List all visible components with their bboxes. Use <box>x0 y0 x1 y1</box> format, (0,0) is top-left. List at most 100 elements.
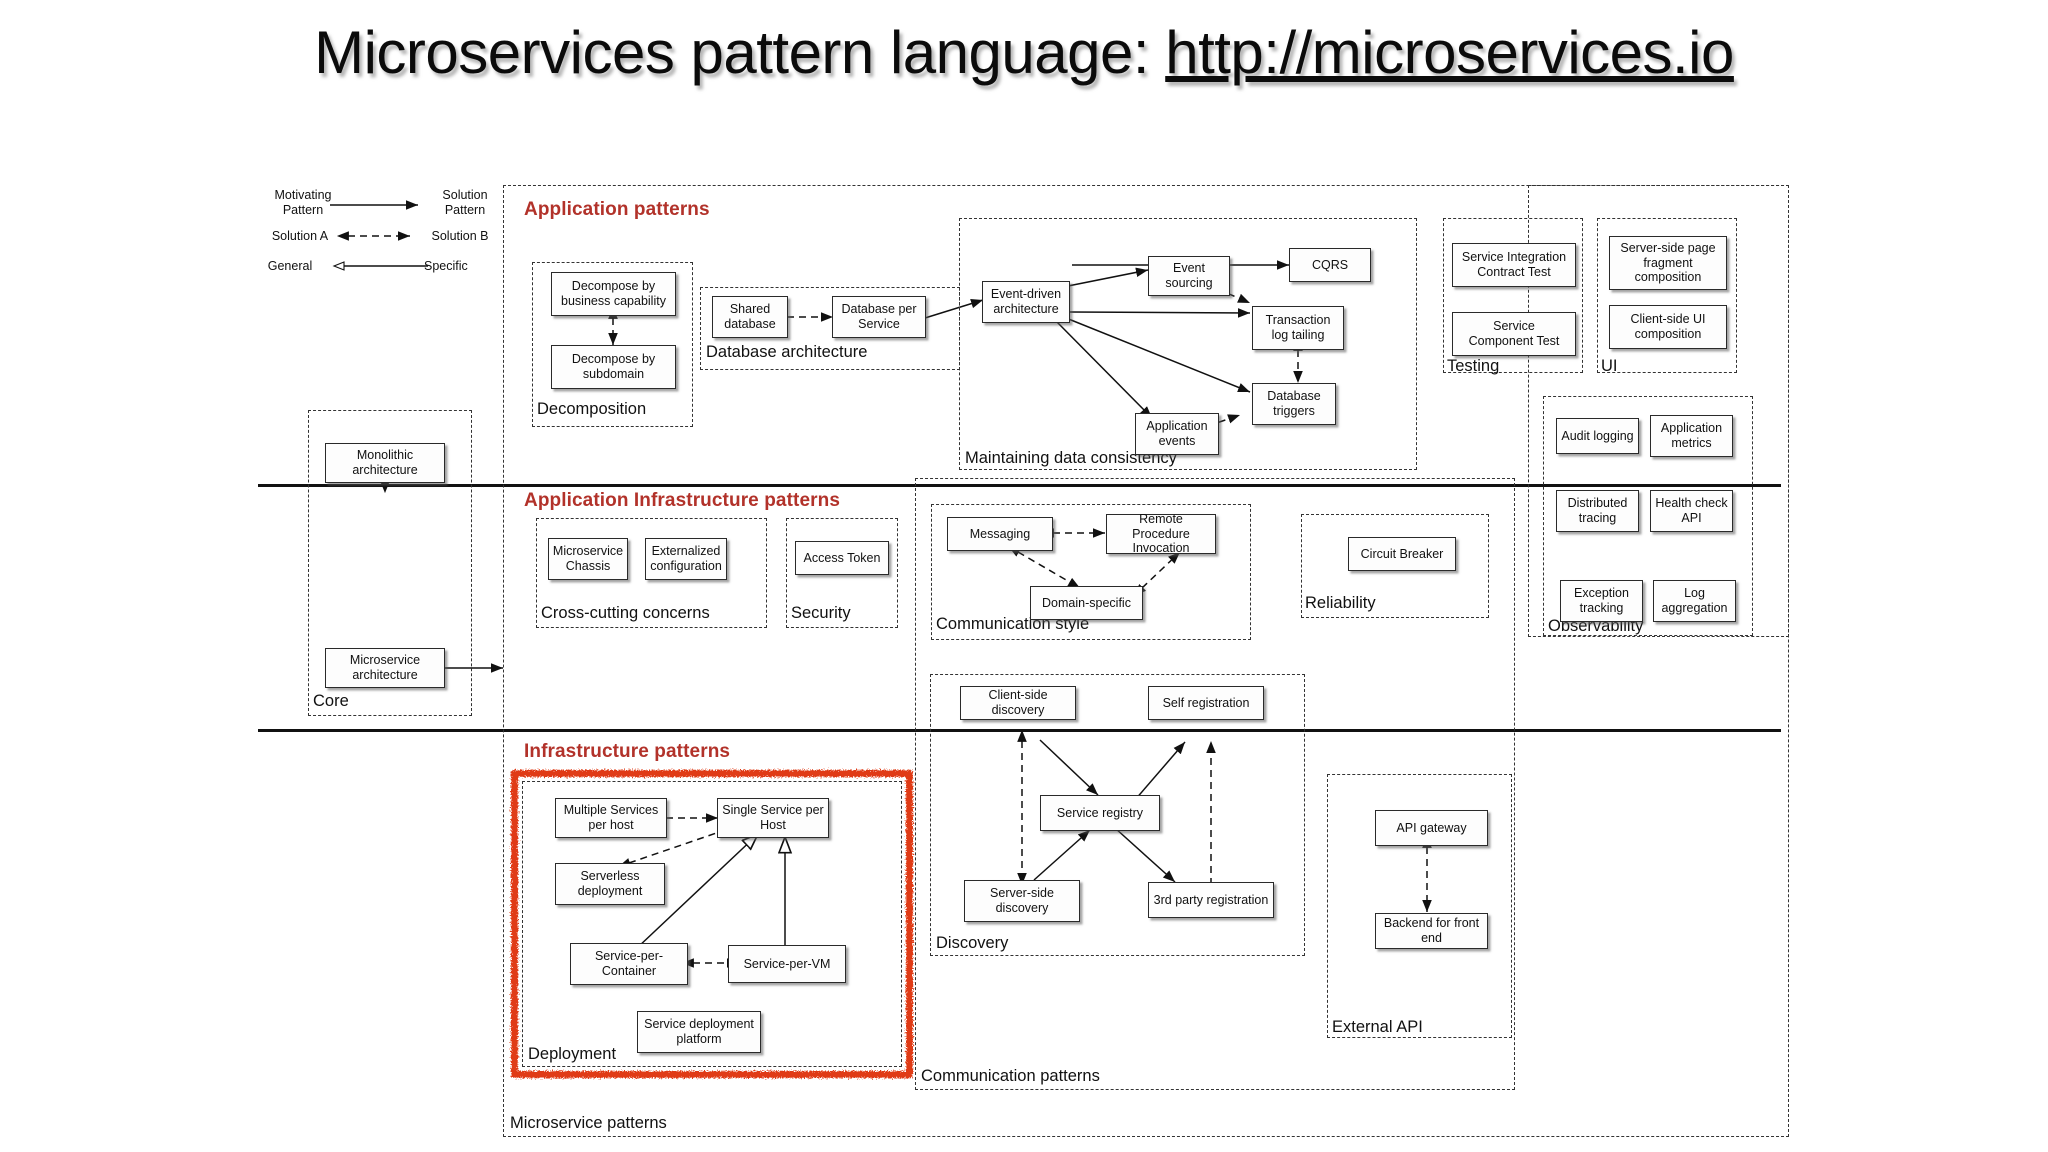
node-label: Serverless deployment <box>577 869 643 898</box>
node-label: Service Component Test <box>1468 319 1560 348</box>
node-circuit-breaker[interactable]: Circuit Breaker <box>1348 537 1456 571</box>
node-label: Client-side UI composition <box>1630 312 1706 341</box>
node-health-check-api[interactable]: Health check API <box>1650 490 1733 532</box>
section-title-application-infrastructure-patterns: Application Infrastructure patterns <box>524 490 840 511</box>
node-server-side-page-fragment-composition[interactable]: Server-side page fragment composition <box>1609 236 1727 290</box>
node-label: Service deployment platform <box>644 1017 754 1046</box>
node-log-aggregation[interactable]: Log aggregation <box>1653 580 1736 622</box>
node-access-token[interactable]: Access Token <box>795 541 889 575</box>
legend-general: General <box>267 259 313 273</box>
node-label: 3rd party registration <box>1153 892 1269 907</box>
node-label: Multiple Services per host <box>563 803 659 832</box>
node-label: Application events <box>1146 419 1208 448</box>
node-label: Microservice Chassis <box>552 544 624 573</box>
group-security <box>786 518 898 628</box>
node-label: Database per Service <box>841 302 917 331</box>
node-3rd-party-registration[interactable]: 3rd party registration <box>1148 882 1274 918</box>
group-reliability <box>1301 514 1489 618</box>
node-label: Distributed tracing <box>1567 496 1628 525</box>
group-label-reliability: Reliability <box>1305 594 1376 612</box>
group-label-cross-cutting-concerns: Cross-cutting concerns <box>541 604 710 622</box>
node-domain-specific[interactable]: Domain-specific <box>1030 586 1143 620</box>
node-label: Event sourcing <box>1165 261 1213 290</box>
node-shared-database[interactable]: Shared database <box>712 296 788 338</box>
node-service-component-test[interactable]: Service Component Test <box>1452 312 1576 356</box>
legend-solution-b: Solution B <box>431 229 489 243</box>
node-label: Circuit Breaker <box>1360 546 1444 561</box>
node-service-integration-contract-test[interactable]: Service Integration Contract Test <box>1452 243 1576 287</box>
node-database-per-service[interactable]: Database per Service <box>832 296 926 338</box>
group-maintaining-data-consistency <box>959 218 1417 470</box>
node-cqrs[interactable]: CQRS <box>1289 248 1371 282</box>
node-label: Transaction log tailing <box>1265 313 1331 342</box>
node-multiple-services-per-host[interactable]: Multiple Services per host <box>555 798 667 838</box>
node-remote-procedure-invocation[interactable]: Remote Procedure Invocation <box>1106 511 1216 556</box>
node-audit-logging[interactable]: Audit logging <box>1556 418 1639 454</box>
node-service-registry[interactable]: Service registry <box>1040 795 1160 831</box>
node-service-per-container[interactable]: Service-per- Container <box>570 943 688 985</box>
node-label: Database triggers <box>1267 389 1321 418</box>
node-label: Self registration <box>1162 695 1250 710</box>
node-serverless-deployment[interactable]: Serverless deployment <box>555 863 665 905</box>
node-label: Health check API <box>1655 496 1728 525</box>
node-externalized-configuration[interactable]: Externalized configuration <box>645 538 727 580</box>
node-server-side-discovery[interactable]: Server-side discovery <box>964 880 1080 922</box>
section-title-infrastructure-patterns: Infrastructure patterns <box>524 741 731 762</box>
node-label: CQRS <box>1311 257 1349 272</box>
group-label-external-api: External API <box>1332 1018 1423 1036</box>
node-decompose-by-business-capability[interactable]: Decompose by business capability <box>551 272 676 316</box>
node-distributed-tracing[interactable]: Distributed tracing <box>1556 490 1639 532</box>
node-single-service-per-host[interactable]: Single Service per Host <box>717 798 829 838</box>
node-label: Service-per- Container <box>594 949 664 978</box>
group-discovery <box>930 674 1305 956</box>
node-label: Monolithic architecture <box>352 448 418 477</box>
node-backend-for-front-end[interactable]: Backend for front end <box>1375 913 1488 949</box>
node-client-side-ui-composition[interactable]: Client-side UI composition <box>1609 305 1727 349</box>
node-client-side-discovery[interactable]: Client-side discovery <box>960 686 1076 720</box>
group-microservice-patterns <box>503 185 1789 1137</box>
group-label-testing: Testing <box>1447 357 1500 375</box>
node-event-sourcing[interactable]: Event sourcing <box>1148 256 1230 296</box>
node-messaging[interactable]: Messaging <box>947 517 1053 551</box>
title-url-link[interactable]: http://microservices.io <box>1165 19 1734 86</box>
node-microservice-architecture[interactable]: Microservice architecture <box>325 648 445 688</box>
highlight-box-deployment <box>511 770 913 1078</box>
node-event-driven-architecture[interactable]: Event-driven architecture <box>982 281 1070 323</box>
group-ui <box>1597 218 1737 373</box>
section-title-application-patterns: Application patterns <box>524 199 710 220</box>
node-self-registration[interactable]: Self registration <box>1148 686 1264 720</box>
node-label: Event-driven architecture <box>990 287 1062 316</box>
node-label: Server-side page fragment composition <box>1620 240 1716 285</box>
group-label-core: Core <box>313 692 349 710</box>
node-application-events[interactable]: Application events <box>1135 413 1219 455</box>
node-service-per-vm[interactable]: Service-per-VM <box>728 945 846 983</box>
node-label: Service registry <box>1056 805 1144 820</box>
node-monolithic-architecture[interactable]: Monolithic architecture <box>325 443 445 483</box>
node-application-metrics[interactable]: Application metrics <box>1650 415 1733 457</box>
group-label-security: Security <box>791 604 851 622</box>
node-label: Access Token <box>803 550 881 565</box>
node-label: Decompose by business capability <box>561 279 666 308</box>
title-text: Microservices pattern language: <box>314 19 1166 86</box>
node-microservice-chassis[interactable]: Microservice Chassis <box>548 538 628 580</box>
node-label: Server-side discovery <box>990 886 1054 915</box>
node-decompose-by-subdomain[interactable]: Decompose by subdomain <box>551 345 676 389</box>
node-label: Remote Procedure Invocation <box>1132 511 1190 556</box>
node-label: Single Service per Host <box>722 803 824 832</box>
node-label: Service-per-VM <box>743 956 831 971</box>
node-label: Client-side discovery <box>988 688 1048 717</box>
node-label: Microservice architecture <box>349 653 421 682</box>
node-api-gateway[interactable]: API gateway <box>1375 810 1488 846</box>
node-exception-tracking[interactable]: Exception tracking <box>1560 580 1643 622</box>
group-label-communication-patterns: Communication patterns <box>921 1067 1100 1085</box>
group-communication-patterns <box>915 478 1515 1090</box>
node-database-triggers[interactable]: Database triggers <box>1252 383 1336 425</box>
node-service-deployment-platform[interactable]: Service deployment platform <box>637 1011 761 1053</box>
node-label: Backend for front end <box>1383 916 1480 945</box>
node-label: Externalized configuration <box>650 544 722 573</box>
node-transaction-log-tailing[interactable]: Transaction log tailing <box>1252 306 1344 350</box>
group-label-database-architecture: Database architecture <box>706 343 868 361</box>
group-external-api <box>1327 774 1512 1038</box>
